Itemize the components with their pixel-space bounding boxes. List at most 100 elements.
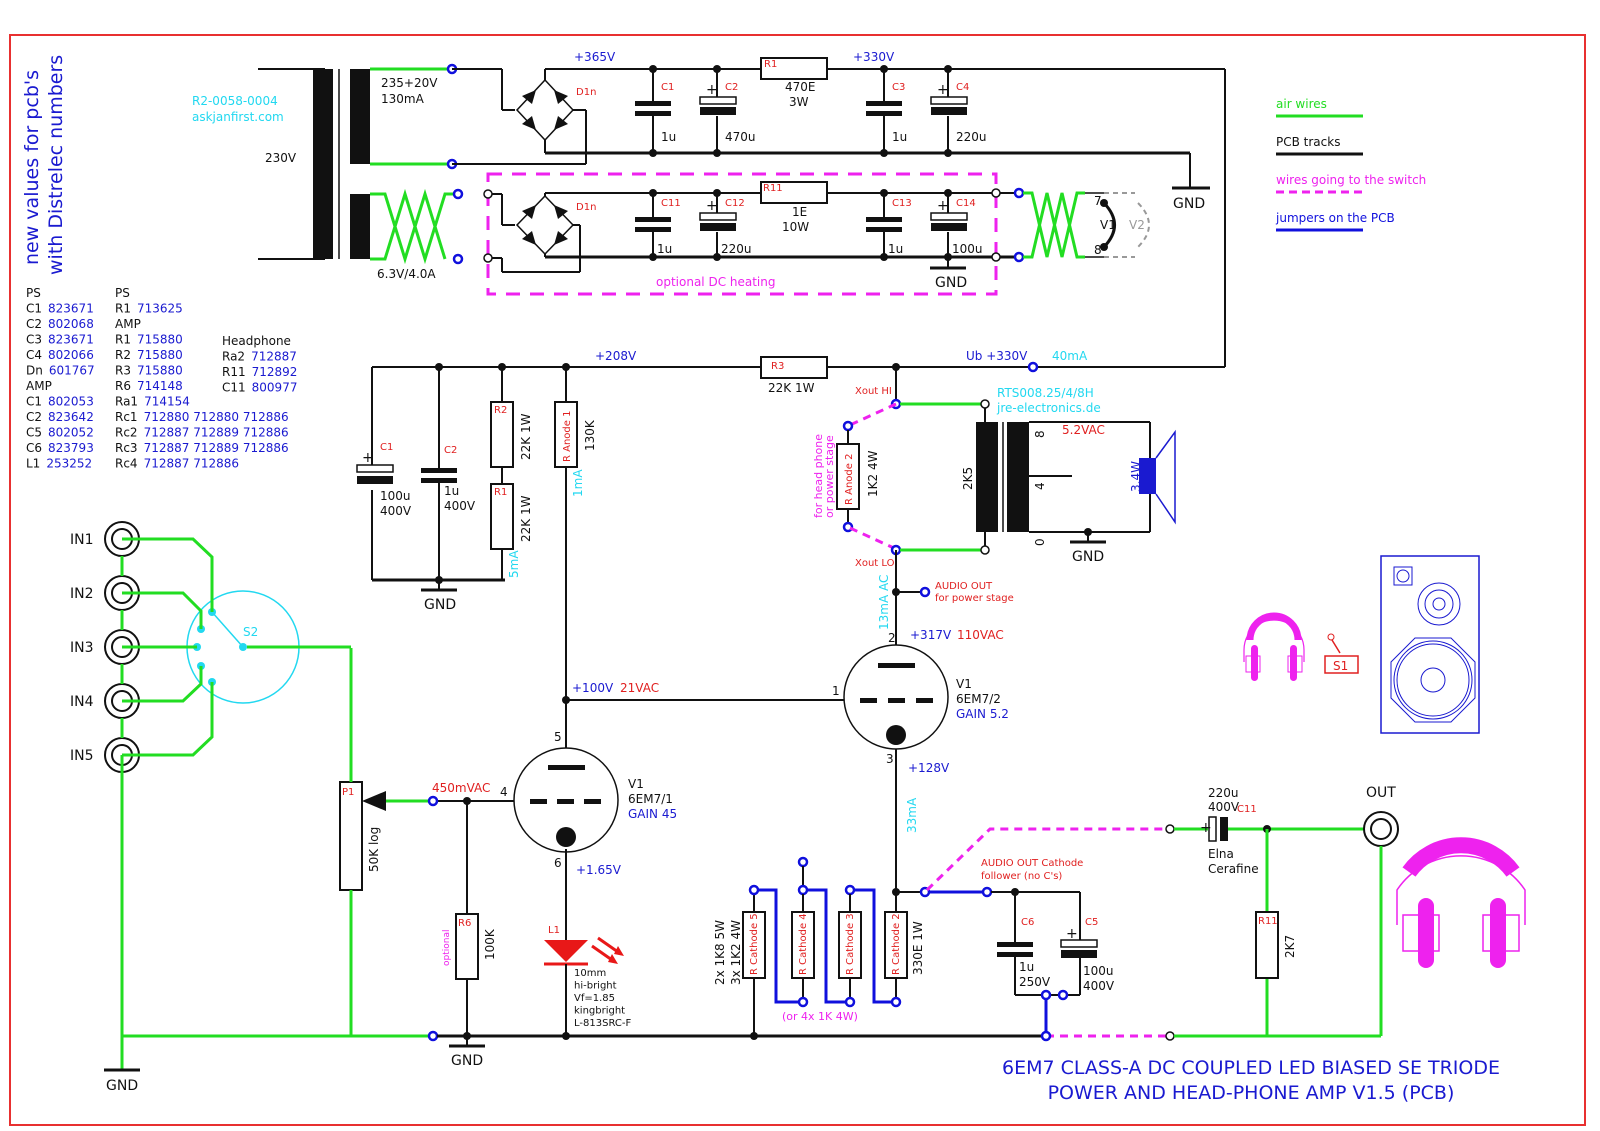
output-stage-top: Xout HI R Anode 2 1K2 4W for head phone … bbox=[812, 363, 1176, 650]
amp-r2-value: 22K 1W bbox=[519, 413, 533, 460]
input-gnd-label: GND bbox=[106, 1078, 138, 1094]
parts-list-entry: PS bbox=[26, 286, 41, 300]
ps-capacitor-c2: + C2 470u bbox=[699, 65, 756, 157]
c1-value: 1u bbox=[661, 130, 676, 144]
title-line-2: POWER AND HEAD-PHONE AMP V1.5 (PCB) bbox=[1048, 1082, 1455, 1104]
resistor-anode-1: R Anode 1 130K bbox=[554, 401, 597, 468]
output-resistor-r11: R11 2K7 bbox=[1255, 911, 1297, 979]
c13-ref: C13 bbox=[892, 198, 912, 209]
v1b-anode-ac: 110VAC bbox=[957, 628, 1004, 642]
v-rectified: +365V bbox=[574, 50, 616, 64]
v1b-cathode-voltage: +128V bbox=[908, 761, 950, 775]
input-label: IN2 bbox=[70, 586, 94, 602]
out-c11-brand-2: Cerafine bbox=[1208, 862, 1259, 876]
parts-list-entry: AMP bbox=[26, 379, 52, 393]
c11-value: 1u bbox=[657, 242, 672, 256]
rc-alt: (or 4x 1K 4W) bbox=[782, 1010, 858, 1023]
c5-voltage: 400V bbox=[1083, 979, 1115, 993]
rc4-ref: R Cathode 4 bbox=[798, 913, 809, 975]
transformer-site: askjanfirst.com bbox=[192, 110, 284, 124]
sheet-border bbox=[9, 34, 1586, 1126]
ra1-ref: R Anode 1 bbox=[562, 411, 573, 462]
rc2-value: 330E 1W bbox=[911, 921, 925, 975]
mains-transformer: 230V R2-0058-0004 askjanfirst.com 235+20… bbox=[192, 63, 464, 281]
v1b-type: 6EM7/2 bbox=[956, 692, 1001, 706]
xout-lo: Xout LO bbox=[855, 558, 895, 569]
input-label: IN5 bbox=[70, 748, 94, 764]
grid-resistor-r6: R6 100K optional bbox=[442, 913, 497, 980]
c3-ref: C3 bbox=[892, 82, 905, 93]
output-capacitor-c11: + 220u 400V C11 Elna Cerafine bbox=[1174, 786, 1259, 876]
r6-note: optional bbox=[442, 930, 452, 966]
heater-v1: V1 bbox=[1100, 218, 1116, 232]
c13-value: 1u bbox=[888, 242, 903, 256]
led-description-line: hi-bright bbox=[574, 981, 617, 992]
r3-ref: R3 bbox=[771, 361, 784, 372]
amp-c2-value: 1u bbox=[444, 484, 459, 498]
led-description-line: 10mm bbox=[574, 968, 606, 979]
audio-out-label-1: AUDIO OUT bbox=[935, 581, 993, 592]
v-filtered: +330V bbox=[853, 50, 895, 64]
input-selector-s2[interactable]: S2 bbox=[186, 590, 300, 704]
amp-gnd-label-1: GND bbox=[424, 597, 456, 613]
rc2-ref: R Cathode 2 bbox=[891, 913, 902, 975]
c3-value: 1u bbox=[892, 130, 907, 144]
v1a-name: V1 bbox=[628, 777, 644, 791]
title-block: 6EM7 CLASS-A DC COUPLED LED BIASED SE TR… bbox=[1002, 1057, 1500, 1104]
power-supply: 230V R2-0058-0004 askjanfirst.com 235+20… bbox=[192, 50, 1226, 367]
v1a-type: 6EM7/1 bbox=[628, 792, 673, 806]
v1b-current: 13mA AC bbox=[877, 575, 891, 630]
svg-text:+: + bbox=[706, 198, 718, 214]
c6-voltage: 250V bbox=[1019, 975, 1051, 989]
switch-s1[interactable]: S1 bbox=[1324, 633, 1359, 674]
out-r11-ref: R11 bbox=[1258, 916, 1278, 927]
v1a-anode-ac: 21VAC bbox=[620, 681, 659, 695]
amp-r2-ref: R2 bbox=[494, 405, 507, 416]
volume-pot-p1[interactable]: P1 50K log bbox=[339, 781, 439, 891]
amp-supply: +208V Ub +330V 40mA R3 22K 1W GND + C1 1… bbox=[356, 349, 1225, 756]
bridge-heater-label: D1n bbox=[576, 202, 596, 213]
r3-value: 22K 1W bbox=[768, 381, 815, 395]
cathode-current: 33mA bbox=[905, 797, 919, 833]
amp-c2-ref: C2 bbox=[444, 445, 457, 456]
ps-resistor-r11: R11 1E 10W bbox=[760, 181, 828, 234]
grid-signal: 450mVAC bbox=[432, 781, 490, 795]
ra2-note-1: for head phone bbox=[812, 434, 825, 518]
output-jack[interactable]: OUT bbox=[1363, 785, 1399, 847]
ra1-current: 1mA bbox=[571, 469, 585, 497]
headphones-icon bbox=[1396, 837, 1526, 968]
c2-ref: C2 bbox=[725, 82, 738, 93]
svg-text:+: + bbox=[1066, 926, 1078, 942]
input-jack[interactable]: IN1 bbox=[70, 521, 140, 557]
r1-value: 470E bbox=[785, 80, 816, 94]
c4-value: 220u bbox=[956, 130, 987, 144]
v1b-pin-cathode: 3 bbox=[886, 752, 894, 766]
amp-c2-voltage: 400V bbox=[444, 499, 476, 513]
v1a-pin-anode: 5 bbox=[554, 730, 562, 744]
bridge-rectifier-ht: D1n bbox=[515, 78, 596, 142]
ot-primary: 2K5 bbox=[961, 467, 975, 490]
dc-heating-box bbox=[486, 172, 998, 296]
resistor-anode-2: R Anode 2 1K2 4W bbox=[836, 443, 880, 510]
ra1-value: 130K bbox=[583, 419, 597, 451]
svg-text:+: + bbox=[937, 82, 949, 98]
amp-c1-voltage: 400V bbox=[380, 504, 412, 518]
c5-value: 100u bbox=[1083, 964, 1114, 978]
parts-list-entry: AMP bbox=[115, 317, 141, 331]
side-note-line2: with Distrelec numbers bbox=[45, 55, 67, 275]
headphones-small-icon bbox=[1243, 612, 1305, 681]
